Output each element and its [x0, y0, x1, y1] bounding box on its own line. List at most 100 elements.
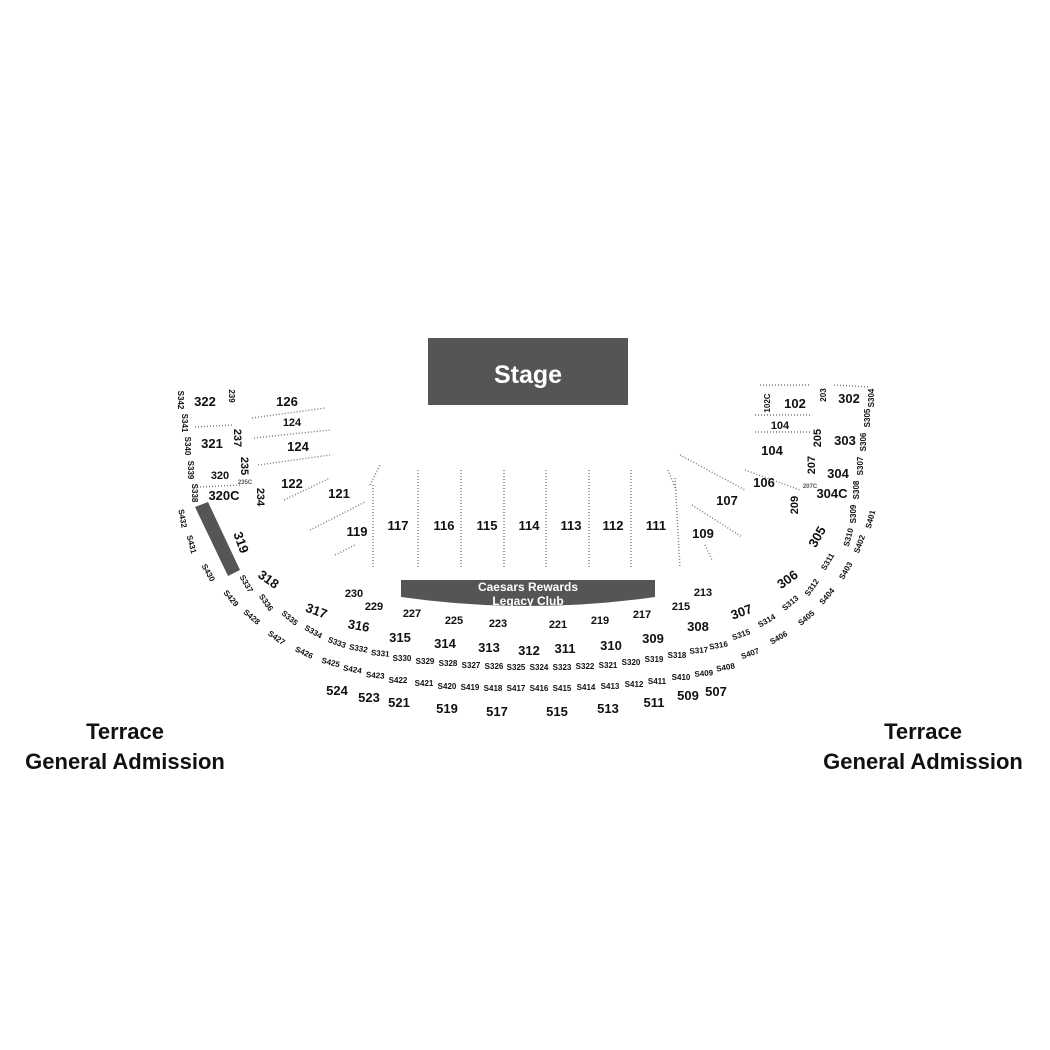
section-107[interactable]: 107 — [716, 493, 738, 508]
suite-S331[interactable]: S331 — [371, 648, 391, 659]
suite-S329[interactable]: S329 — [416, 657, 435, 666]
section-106[interactable]: 106 — [753, 475, 775, 490]
section-239[interactable]: 239 — [227, 389, 236, 403]
section-122[interactable]: 122 — [281, 476, 303, 491]
suite-S412[interactable]: S412 — [625, 680, 644, 689]
section-102[interactable]: 102 — [784, 396, 806, 411]
stage[interactable]: Stage — [428, 338, 628, 405]
suite-S316[interactable]: S316 — [709, 639, 730, 651]
suite-S318[interactable]: S318 — [668, 651, 687, 660]
suite-S418[interactable]: S418 — [484, 684, 503, 693]
suite-S423[interactable]: S423 — [366, 670, 386, 681]
suite-S306[interactable]: S306 — [859, 432, 868, 451]
section-227[interactable]: 227 — [403, 608, 421, 620]
suite-S323[interactable]: S323 — [553, 663, 572, 672]
section-213[interactable]: 213 — [694, 587, 712, 599]
suite-S319[interactable]: S319 — [645, 655, 664, 664]
section-314[interactable]: 314 — [434, 636, 456, 651]
section-302[interactable]: 302 — [838, 391, 860, 406]
suite-S311[interactable]: S311 — [819, 551, 836, 572]
section-303[interactable]: 303 — [834, 433, 856, 448]
section-523[interactable]: 523 — [358, 690, 380, 705]
section-207[interactable]: 207 — [806, 456, 818, 474]
section-509[interactable]: 509 — [677, 688, 699, 703]
section-311[interactable]: 311 — [555, 641, 576, 656]
section-124[interactable]: 124 — [283, 417, 302, 429]
section-517[interactable]: 517 — [486, 704, 508, 719]
section-126[interactable]: 126 — [276, 394, 298, 409]
suite-S401[interactable]: S401 — [864, 509, 878, 530]
section-209[interactable]: 209 — [789, 496, 801, 514]
section-308[interactable]: 308 — [687, 619, 709, 634]
section-234[interactable]: 234 — [254, 488, 266, 507]
suite-S334[interactable]: S334 — [303, 623, 324, 640]
section-109[interactable]: 109 — [692, 526, 714, 541]
section-304C[interactable]: 304C — [816, 486, 848, 501]
section-307[interactable]: 307 — [729, 601, 755, 623]
suite-S417[interactable]: S417 — [507, 684, 526, 693]
suite-S402[interactable]: S402 — [852, 533, 867, 554]
section-219[interactable]: 219 — [591, 615, 609, 627]
suite-S340[interactable]: S340 — [183, 437, 192, 456]
terrace-left[interactable]: Terrace General Admission — [10, 717, 240, 777]
suite-S325[interactable]: S325 — [507, 663, 526, 672]
section-306[interactable]: 306 — [774, 567, 800, 592]
suite-S422[interactable]: S422 — [389, 676, 408, 685]
legacy-club[interactable]: Caesars Rewards Legacy Club — [401, 580, 655, 608]
section-235[interactable]: 235 — [238, 457, 250, 475]
section-221[interactable]: 221 — [549, 619, 567, 631]
section-507[interactable]: 507 — [705, 684, 727, 699]
suite-S320[interactable]: S320 — [622, 658, 641, 667]
suite-S405[interactable]: S405 — [796, 608, 817, 627]
suite-S315[interactable]: S315 — [731, 627, 752, 642]
suite-S309[interactable]: S309 — [849, 504, 858, 523]
section-309[interactable]: 309 — [642, 631, 664, 646]
section-320C[interactable]: 320C — [208, 488, 240, 503]
suite-S415[interactable]: S415 — [553, 684, 572, 693]
section-104[interactable]: 104 — [771, 420, 790, 432]
section-205[interactable]: 205 — [812, 429, 824, 447]
suite-S420[interactable]: S420 — [438, 682, 457, 691]
section-319-bar[interactable] — [195, 502, 240, 576]
section-521[interactable]: 521 — [388, 695, 410, 710]
suite-S427[interactable]: S427 — [266, 629, 287, 647]
suite-S312[interactable]: S312 — [803, 577, 821, 598]
suite-S407[interactable]: S407 — [740, 646, 761, 661]
suite-S305[interactable]: S305 — [863, 408, 872, 427]
terrace-right[interactable]: Terrace General Admission — [808, 717, 1038, 777]
section-124[interactable]: 124 — [287, 439, 309, 454]
section-316[interactable]: 316 — [347, 616, 371, 635]
suite-S330[interactable]: S330 — [393, 654, 412, 663]
section-313[interactable]: 313 — [478, 640, 500, 655]
suite-S406[interactable]: S406 — [768, 629, 789, 646]
suite-S304[interactable]: S304 — [867, 388, 876, 407]
suite-S321[interactable]: S321 — [599, 661, 618, 670]
section-114[interactable]: 114 — [519, 518, 541, 533]
section-121[interactable]: 121 — [328, 486, 350, 501]
suite-S317[interactable]: S317 — [689, 645, 709, 656]
suite-S342[interactable]: S342 — [176, 391, 185, 410]
suite-S410[interactable]: S410 — [672, 673, 691, 682]
suite-S307[interactable]: S307 — [856, 456, 865, 475]
suite-S426[interactable]: S426 — [294, 645, 315, 661]
suite-S408[interactable]: S408 — [716, 661, 737, 673]
section-104[interactable]: 104 — [761, 443, 783, 458]
suite-S403[interactable]: S403 — [837, 560, 854, 581]
suite-S322[interactable]: S322 — [576, 662, 595, 671]
suite-S335[interactable]: S335 — [280, 609, 301, 628]
suite-S404[interactable]: S404 — [818, 586, 837, 607]
suite-S341[interactable]: S341 — [180, 414, 189, 433]
suite-S313[interactable]: S313 — [780, 593, 801, 612]
section-225[interactable]: 225 — [445, 615, 463, 627]
suite-S413[interactable]: S413 — [601, 682, 620, 691]
section-312[interactable]: 312 — [518, 643, 540, 658]
section-317[interactable]: 317 — [304, 600, 330, 622]
section-235C[interactable]: 235C — [238, 480, 253, 486]
suite-S421[interactable]: S421 — [415, 679, 434, 688]
suite-S414[interactable]: S414 — [577, 683, 596, 692]
suite-S328[interactable]: S328 — [439, 659, 458, 668]
section-319[interactable]: 319 — [230, 530, 252, 556]
suite-S419[interactable]: S419 — [461, 683, 480, 692]
section-116[interactable]: 116 — [434, 518, 455, 533]
section-304[interactable]: 304 — [827, 466, 849, 481]
